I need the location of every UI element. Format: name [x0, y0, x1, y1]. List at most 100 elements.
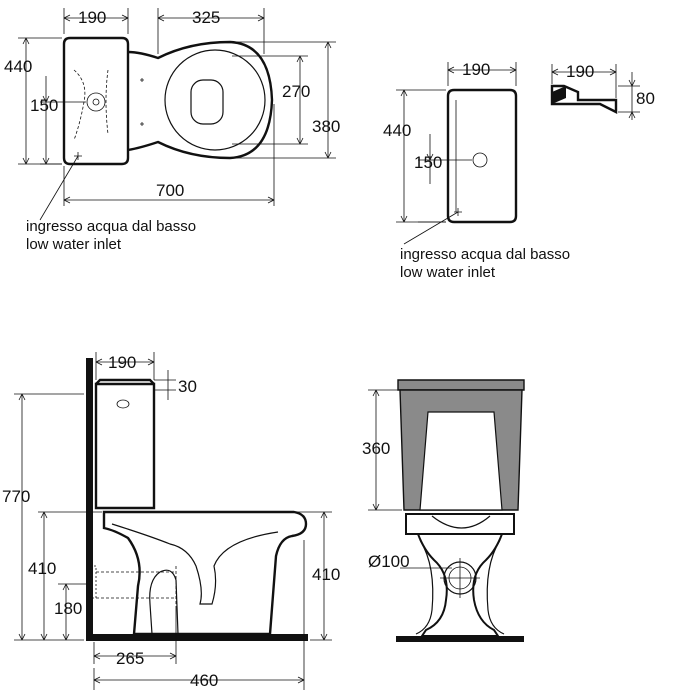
tank-note-english: low water inlet: [400, 264, 496, 281]
tank-side-dim-depth: 80: [636, 89, 655, 108]
side-dim-460-line: [93, 540, 305, 690]
front-pedestal-right: [486, 539, 505, 635]
side-dim-410r-line: [296, 511, 332, 641]
top-view: 190 325 440 150 270 380 700 ingresso acq…: [4, 8, 340, 253]
side-dim-outlet-height: 180: [54, 599, 82, 618]
top-dim-440-arrows: [22, 37, 30, 165]
top-dim-700-arrows: [63, 196, 275, 204]
front-cistern-lid: [397, 379, 525, 391]
side-outlet-mark: [89, 565, 97, 599]
front-seat-inner: [431, 515, 491, 529]
top-dim-270-line: [232, 55, 308, 145]
front-cistern-panel: [419, 411, 503, 511]
side-dim-lid: 30: [178, 377, 197, 396]
top-fix-hole-2: [140, 122, 144, 126]
tank-side-dim-80-arrows: [628, 79, 636, 119]
top-dim-325-line: [157, 8, 265, 54]
side-dim-410r-arrows: [320, 511, 328, 641]
side-dim-190-line: [95, 352, 155, 380]
top-dim-height: 440: [4, 57, 32, 76]
top-dim-seat-width: 325: [192, 8, 220, 27]
top-dim-tank-width: 190: [78, 8, 106, 27]
side-bowl: [102, 510, 308, 636]
side-dim-bowl-height: 410: [28, 559, 56, 578]
top-dim-inner-width: 270: [282, 82, 310, 101]
top-seat-inner: [190, 79, 224, 125]
tank-inlet-circle: [472, 152, 488, 168]
side-dim-265-arrows: [93, 652, 177, 660]
tank-inlet-leader: [403, 211, 459, 245]
side-dim-outlet-distance: 265: [116, 649, 144, 668]
top-dim-380-arrows: [324, 41, 332, 159]
tank-note-italian: ingresso acqua dal basso: [400, 246, 570, 263]
top-bowl-outline: [127, 40, 274, 160]
front-view: 360 Ø100: [362, 379, 525, 642]
tank-side-dim-190-arrows: [551, 68, 617, 76]
front-dim-tank-height: 360: [362, 439, 390, 458]
side-dim-180-line: [58, 583, 88, 640]
tank-dim-190-line: [447, 62, 517, 86]
front-floor: [396, 636, 524, 642]
side-floor: [86, 634, 308, 641]
tank-side-fill: [552, 86, 566, 104]
front-dim-outlet-diameter: Ø100: [368, 552, 410, 571]
side-view: 190 30 770 410 180 265 460 410: [2, 352, 340, 690]
front-pedestal-left: [415, 539, 434, 635]
top-dashed-inlet: [73, 69, 86, 141]
top-dashed-inlet-2: [105, 69, 109, 135]
front-dim-360-arrows: [372, 389, 380, 511]
top-dim-270-arrows: [296, 55, 304, 145]
top-seat-opening: [164, 49, 266, 151]
tank-dim-150-line: [418, 134, 472, 223]
side-outlet-dashed: [96, 566, 177, 604]
front-outlet-center: [440, 558, 480, 598]
side-cistern-lid: [95, 378, 155, 385]
tank-dim-150-arrows: [426, 153, 434, 161]
side-dim-770-line: [14, 393, 84, 641]
tank-side-dim-190-line: [551, 64, 617, 98]
side-dim-180-arrows: [62, 583, 70, 641]
top-dim-total-length: 700: [156, 181, 184, 200]
side-dim-770-arrows: [18, 393, 26, 641]
tank-side-profile: [550, 84, 618, 114]
top-dim-150-arrows: [42, 95, 50, 165]
top-note-english: low water inlet: [26, 236, 122, 253]
side-cistern: [94, 382, 156, 510]
top-dim-150-line: [40, 76, 86, 165]
side-dim-30-line: [154, 370, 176, 400]
side-flush-button: [116, 399, 130, 409]
side-dim-tank-depth: 190: [108, 353, 136, 372]
side-dim-460-arrows: [93, 676, 305, 684]
top-dim-190-arrows: [63, 14, 129, 22]
tank-side-dim-width: 190: [566, 62, 594, 81]
tank-dim-height: 440: [383, 121, 411, 140]
side-bowl-inner: [111, 523, 279, 605]
top-tank-outline: [62, 36, 130, 166]
tank-dim-inlet-offset: 150: [414, 153, 442, 172]
top-inlet-core: [92, 98, 100, 106]
side-trap: [149, 569, 179, 635]
side-wall: [86, 358, 93, 640]
side-dim-total-depth: 460: [190, 671, 218, 690]
side-dim-190-arrows: [95, 358, 155, 366]
top-dim-inlet-offset: 150: [30, 96, 58, 115]
side-dim-right-height: 410: [312, 565, 340, 584]
tank-dim-440-arrows: [400, 89, 408, 223]
top-fix-hole-1: [140, 78, 144, 82]
front-dim-360-line: [368, 389, 402, 511]
front-seat: [405, 513, 515, 535]
tank-plan-outline: [446, 88, 518, 224]
tank-view: 190 440 150 190 80 ingresso acqua dal ba…: [383, 60, 655, 281]
side-dim-410-line: [38, 511, 102, 640]
tank-dim-190-arrows: [447, 66, 517, 74]
tank-dim-width: 190: [462, 60, 490, 79]
side-dim-265-line: [93, 606, 177, 664]
top-note-italian: ingresso acqua dal basso: [26, 218, 196, 235]
top-dim-700-line: [63, 104, 275, 206]
top-inlet-leader: [39, 155, 79, 221]
side-dim-total-height: 770: [2, 487, 30, 506]
top-inlet-circle: [86, 92, 106, 112]
top-dim-190-line: [63, 8, 129, 34]
top-dim-outer-width: 380: [312, 117, 340, 136]
